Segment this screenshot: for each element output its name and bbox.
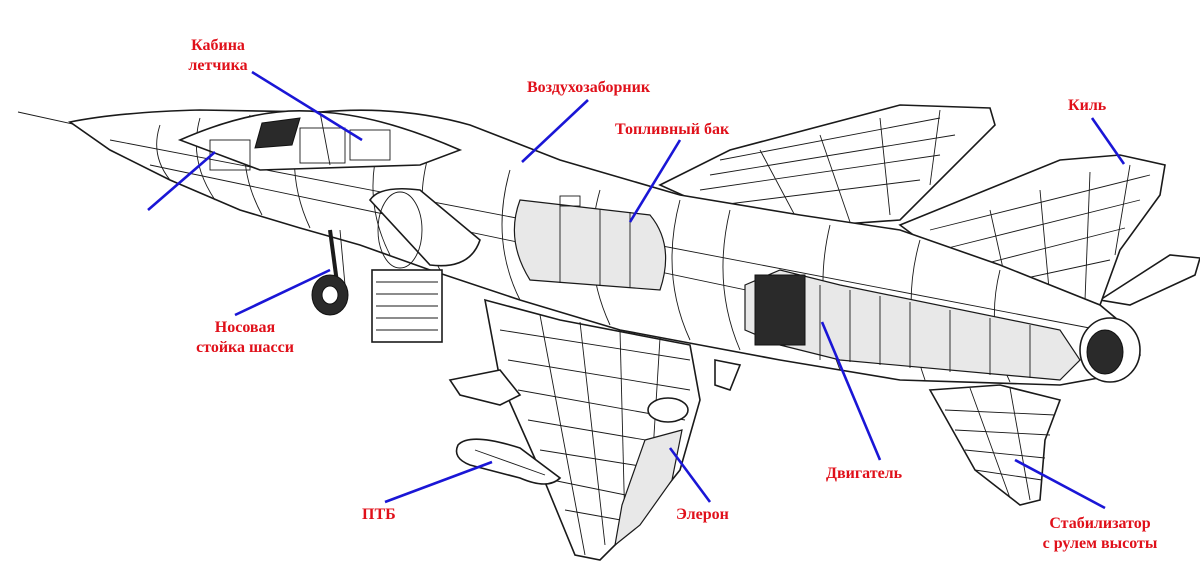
- leader-engine: [820, 321, 882, 461]
- label-stabilizer-line2: с рулем высоты: [1042, 535, 1158, 552]
- leader-nose-gear: [234, 268, 331, 317]
- lower-stabilizer: [928, 384, 1062, 506]
- leader-cockpit-extra: [147, 151, 216, 211]
- leader-stabilizer: [1014, 458, 1106, 510]
- intake-ring: [377, 191, 423, 269]
- leader-air-intake: [521, 99, 589, 163]
- label-fin: Киль: [1068, 97, 1107, 114]
- label-stabilizer: Стабилизатор с рулем высоты: [1030, 514, 1170, 554]
- leader-fuel-tank: [628, 139, 682, 223]
- air-intake: [368, 187, 481, 267]
- label-cockpit-line2: летчика: [188, 57, 248, 74]
- label-aileron: Элерон: [676, 506, 729, 523]
- label-drop-tank: ПТБ: [362, 506, 396, 523]
- label-nose-gear-line1: Носовая: [214, 319, 276, 336]
- leader-fin: [1090, 117, 1126, 165]
- label-nose-gear-line2: стойка шасси: [196, 339, 294, 356]
- upper-stabilizer: [1097, 254, 1200, 306]
- upper-wing-ribs: [699, 109, 956, 226]
- leader-drop-tank: [384, 460, 493, 504]
- leader-lines: [147, 70, 1126, 510]
- label-engine: Двигатель: [826, 465, 903, 482]
- ammo-box: [371, 269, 443, 343]
- underwing-store: [647, 397, 689, 423]
- aileron: [614, 429, 683, 547]
- label-stabilizer-line1: Стабилизатор: [1049, 515, 1151, 532]
- leader-cockpit: [251, 70, 363, 142]
- nozzle-opening: [1086, 329, 1124, 375]
- label-nose-gear: Носовая стойка шасси: [180, 318, 310, 358]
- label-cockpit: Кабина летчика: [176, 36, 260, 76]
- nose-landing-gear: [311, 229, 349, 316]
- rocket-pod: [448, 369, 522, 406]
- stabilizer-ribs: [944, 387, 1056, 501]
- label-fuel-tank: Топливный бак: [615, 121, 730, 138]
- engine: [744, 269, 1081, 381]
- lower-wing-ribs: [499, 314, 691, 556]
- fin-structure: [929, 164, 1151, 301]
- leader-aileron: [668, 447, 712, 503]
- canopy-glass: [254, 117, 301, 149]
- ventral-fin: [714, 359, 742, 391]
- label-cockpit-line1: Кабина: [191, 37, 245, 54]
- label-air-intake: Воздухозаборник: [527, 79, 651, 96]
- fuel-tank: [513, 195, 667, 291]
